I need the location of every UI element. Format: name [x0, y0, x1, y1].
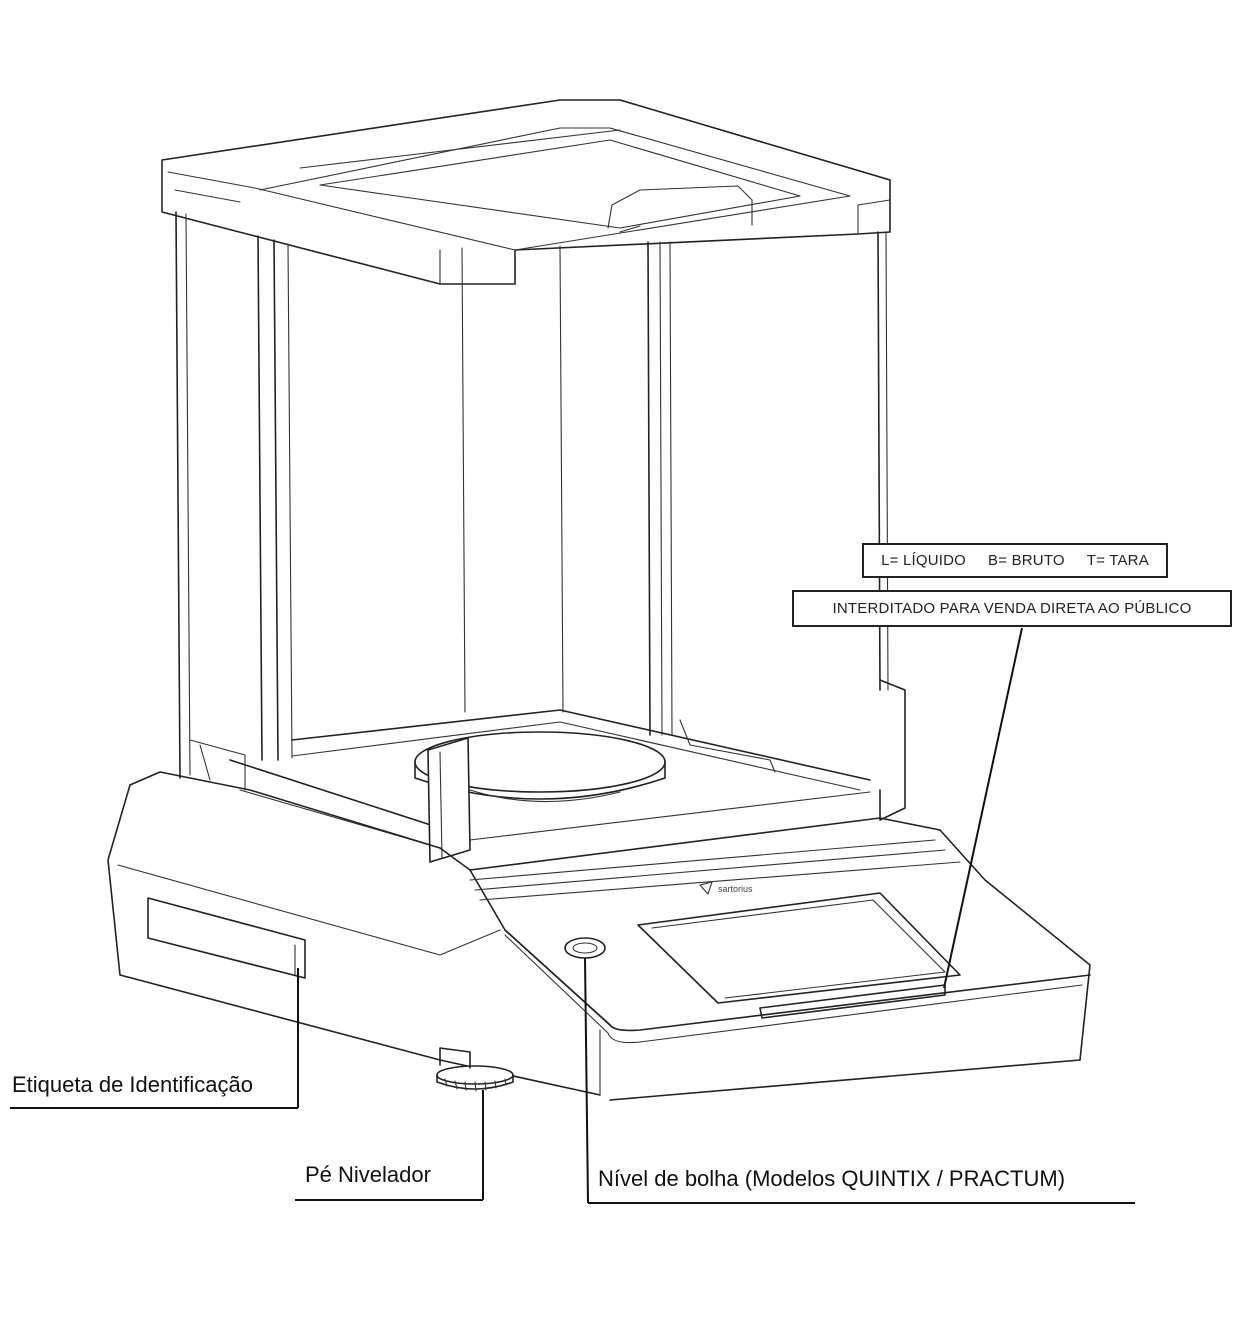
- leveling-foot-caption: Pé Nivelador: [305, 1162, 431, 1187]
- top-cover: [161, 99, 891, 285]
- bubble-level-caption: Nível de bolha (Modelos QUINTIX / PRACTU…: [598, 1166, 1066, 1191]
- front-door-handle: [427, 737, 471, 863]
- leveling-foot: [436, 1047, 514, 1092]
- leader-lines: [10, 627, 1135, 1204]
- identification-label-caption: Etiqueta de Identificação: [12, 1072, 253, 1097]
- legend-gross: B= BRUTO: [988, 552, 1065, 569]
- draft-shield: [175, 211, 906, 846]
- brand-logo: sartorius: [718, 884, 753, 894]
- plate-legend-box: L= LÍQUIDO B= BRUTO T= TARA: [862, 543, 1168, 578]
- balance-base: sartorius: [107, 771, 1091, 1101]
- legend-tare: T= TARA: [1086, 552, 1149, 569]
- legend-liquid: L= LÍQUIDO: [881, 552, 967, 569]
- plate-notice-box: INTERDITADO PARA VENDA DIRETA AO PÚBLICO: [792, 590, 1232, 627]
